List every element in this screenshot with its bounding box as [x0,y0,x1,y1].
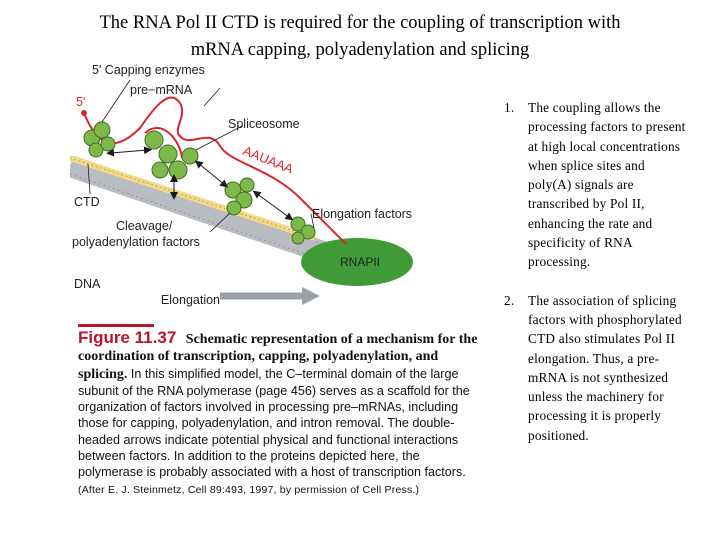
list-item-text: The coupling allows the processing facto… [528,100,686,270]
caption-body: In this simplified model, the C–terminal… [78,366,470,480]
ctd-label: CTD [74,195,100,209]
list-item-text: The association of splicing factors with… [528,292,682,443]
spliceosome-label: Spliceosome [228,117,300,131]
elongation-factor-cluster [290,216,316,245]
cleavage-factor-cluster [224,177,255,216]
pre-mrna-label: pre−mRNA [130,83,193,97]
ctd-chain [70,155,316,241]
rnapii-label: RNAPII [340,255,380,269]
interaction-arrow [194,160,229,188]
list-item-number: 1. [504,100,515,115]
pre-mrna-strand [83,96,347,245]
list-item: 1. The coupling allows the processing fa… [494,98,690,272]
dna-label: DNA [74,277,101,291]
aauaaa-label: AAUAAA [241,143,296,177]
title-line-2: mRNA capping, polyadenylation and splici… [190,40,530,60]
figure-caption: Figure 11.37 Schematic representation of… [78,328,488,498]
list-item: 2. The association of splicing factors w… [494,291,690,445]
five-prime-cap [81,110,87,116]
list-item-number: 2. [504,292,515,308]
figure-number: Figure 11.37 [78,328,177,347]
diagram-svg: RNAPII [70,63,413,307]
cleavage-label-line1: Cleavage/ [116,219,173,233]
rnapii-ellipse [301,238,413,286]
five-prime-label: 5' [76,95,85,109]
elongation-arrow [302,287,320,305]
caption-rule [78,324,154,327]
figure-title: Schematic representation of a mechanism … [78,332,478,382]
explanation-list: 1. The coupling allows the processing fa… [494,98,690,464]
elongation-label: Elongation [161,293,220,307]
interaction-arrow [252,190,294,221]
cleavage-label-line2: polyadenylation factors [72,235,200,249]
caption-credit: (After E. J. Steinmetz, Cell 89:493, 199… [78,483,420,496]
ctd-coupling-diagram: RNAPII [70,58,490,308]
capping-enzymes-label: 5' Capping enzymes [92,63,205,77]
capping-enzyme-cluster [83,121,116,158]
spliceosome-cluster [144,130,199,180]
elongation-factors-label: Elongation factors [312,207,412,221]
title-line-1: The RNA Pol II CTD is required for the c… [99,13,621,33]
slide-title: The RNA Pol II CTD is required for the c… [40,10,680,64]
interaction-arrow [106,146,152,157]
